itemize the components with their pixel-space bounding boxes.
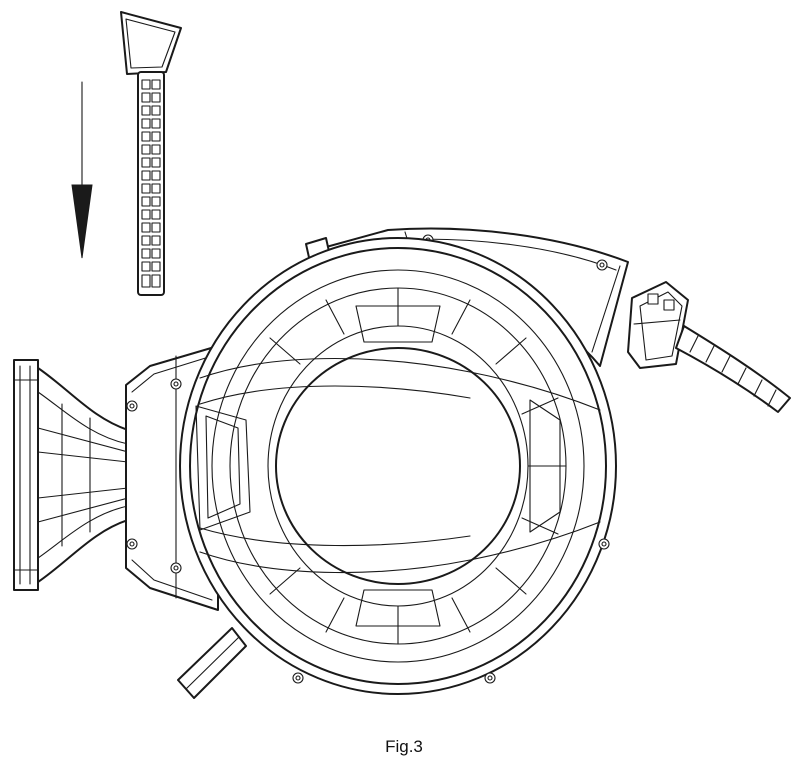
- arrow-down-icon: [71, 81, 93, 259]
- hose-icon: [675, 325, 791, 413]
- wall-bracket-icon: [13, 359, 163, 591]
- hose-reel-icon: [125, 227, 629, 695]
- lower-hose: [177, 627, 247, 699]
- figure-caption: Fig.3: [385, 737, 423, 756]
- hose-stopper-icon: [627, 281, 689, 369]
- key-tool-icon: [120, 11, 182, 296]
